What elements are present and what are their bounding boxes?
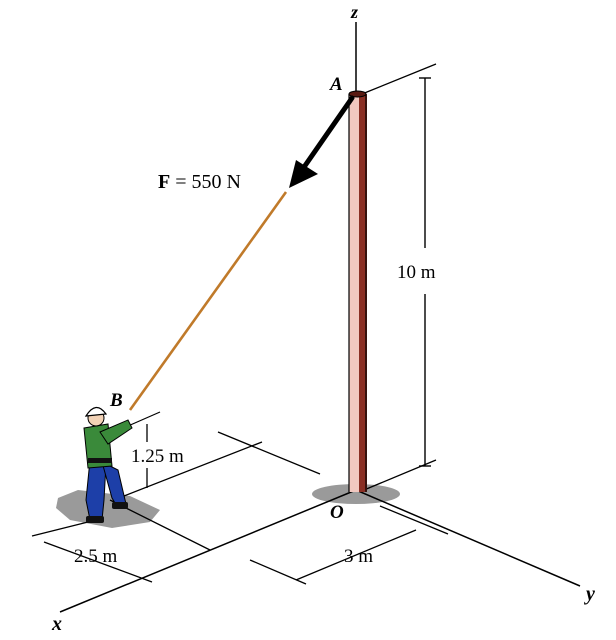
force-value: = 550 N <box>170 171 241 193</box>
y-axis-label: y <box>584 583 595 605</box>
worker-left-leg <box>85 459 107 521</box>
b-height-dimension-label: 1.25 m <box>131 446 184 467</box>
y-axis <box>355 489 581 587</box>
dim-line-o-ext <box>363 459 437 491</box>
worker-hardhat <box>84 406 108 417</box>
point-o-label: O <box>330 502 344 523</box>
pole-body <box>349 94 359 492</box>
height-dimension-label: 10 m <box>397 262 436 283</box>
point-b-label: B <box>109 390 123 411</box>
x-axis-label: x <box>51 613 62 635</box>
x-axis <box>59 489 357 613</box>
dim-ext-b-top <box>127 411 161 427</box>
worker-left-boot <box>86 516 104 523</box>
dim-line-parallel-y <box>217 431 321 475</box>
force-label: F = 550 N <box>158 171 241 193</box>
force-symbol: F <box>158 171 170 193</box>
force-arrow-head <box>289 160 318 188</box>
x-offset-dimension-label: 2.5 m <box>74 546 118 567</box>
pole-shadow-side <box>357 94 367 492</box>
dim-line-2p5 <box>43 541 153 583</box>
force-arrow-shaft <box>299 95 355 173</box>
worker-belt <box>88 458 112 463</box>
worker-shadow <box>56 490 160 528</box>
rope <box>128 191 288 411</box>
dim-line-x-ext <box>31 521 89 537</box>
worker-right-boot <box>112 502 128 509</box>
dim-line-a-ext <box>361 63 437 95</box>
worker-arms <box>99 419 133 445</box>
y-offset-dimension-label: 3 m <box>344 546 373 567</box>
worker-figure <box>83 406 133 523</box>
point-a-label: A <box>329 74 343 95</box>
dim-line-3m-lower <box>249 559 307 585</box>
z-axis-label: z <box>350 2 358 22</box>
pole-top-cap <box>348 90 367 98</box>
dim-line-3m-upper <box>379 505 449 535</box>
dim-line-3m <box>295 529 417 581</box>
